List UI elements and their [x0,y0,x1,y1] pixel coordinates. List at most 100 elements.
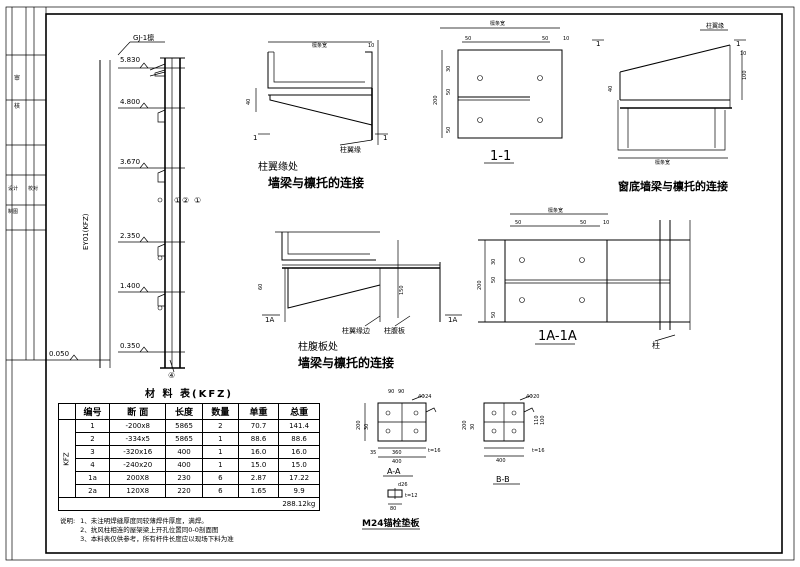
detail-a-a: 90 90 4Φ24 200 30 360 400 35 t=16 A-A [356,389,441,477]
plate-title: M24锚栓垫板 [362,517,420,529]
cell: -240x20 [109,458,167,472]
s1a-dim-7: 50 [491,312,497,318]
aa-title: A-A [387,467,401,476]
tb-label-2: 核 [14,102,20,110]
flange-label: 柱翼缘 [340,145,361,154]
cell: 9.9 [278,484,320,498]
aa-dim-6: 360 [392,450,402,456]
table-total: 288.12kg [278,497,320,511]
note-item: 3、本料表仅供参考，所有杆件长度应以现场下料为准 [80,535,234,543]
aa-dim-7: 400 [392,459,402,465]
notes-label: 说明: [60,517,76,525]
s11-dim-3: 10 [563,36,569,42]
table-row: KFZ 1 -200x8 5865 2 70.7 141.4 [58,419,320,498]
s11-dim-2: 50 [542,36,548,42]
cell: 16.0 [278,445,320,459]
s1a-dim-4: 200 [477,280,483,290]
flange-title-small: 柱翼缘处 [258,160,298,173]
cell: -334x5 [109,432,167,446]
cell: 6 [201,484,239,498]
col-header-no: 编号 [74,403,111,420]
elevation-4: 2.350 [120,232,140,240]
window-dim-40: 40 [608,86,614,92]
table-row: 2a 120X8 220 6 1.65 9.9 [59,484,320,498]
web-mark-left: 1A [265,316,274,324]
tb-label-5: 制图 [8,208,18,215]
bb-dim-7: t=16 [532,448,545,454]
aa-dim-4: 200 [356,420,362,430]
elevation-7: 0.050 [49,350,69,358]
web-mark-right: 1A [448,316,457,324]
web-dim-60: 60 [258,284,264,290]
flange-side-dim: 40 [246,99,252,105]
s1a-dim-5: 30 [491,259,497,265]
s1a-dim-3: 10 [603,220,609,226]
window-dim-10: 10 [740,51,746,57]
col-header-length: 长度 [165,403,203,420]
cell: 200X8 [109,471,167,485]
detail-section-1a: 檩条宽 50 50 10 200 30 50 50 1A-1A 柱 [477,207,691,350]
flange-top-dim2: 10 [368,43,374,49]
cell: 5865 [165,432,203,446]
s1a-dim-1: 50 [515,220,521,226]
cell: 5865 [165,419,203,433]
note-item: 2、抗风柱相连的屋架梁上开孔位置同0-0剖面图 [80,526,219,534]
bb-dim-1: 4Φ20 [526,394,539,400]
detail-window: 柱翼缘 1 1 10 100 40 檩条宽 窗底墙梁与檩托的连接 [592,22,748,193]
cell: 1 [201,432,239,446]
flange-top-dim: 檩条宽 [312,42,327,49]
plate-dim-3: 80 [390,506,396,512]
title-strip: 审 核 设计 校对 制图 [6,7,47,560]
s11-title: 1-1 [490,149,511,164]
cell: 120X8 [109,484,167,498]
web-title-small: 柱腹板处 [298,340,338,353]
cell: 17.22 [278,471,320,485]
circle-mark-4: ④ [168,371,175,380]
tb-label-1: 审 [14,74,20,82]
col-header-unit-weight: 单重 [237,403,280,420]
cell: 70.7 [237,419,280,433]
aa-dim-1: 90 [388,389,394,395]
col-header-total-weight: 总重 [278,403,320,420]
aa-dim-2: 90 [398,389,404,395]
detail-b-b: 4Φ20 100 110 200 30 400 t=16 B-B [462,394,546,485]
bb-title: B-B [496,475,510,484]
bb-dim-4: 200 [462,420,468,430]
cell: 141.4 [278,419,320,433]
window-bottom-dim: 檩条宽 [655,159,670,166]
table-row: 4 -240x20 400 1 15.0 15.0 [59,458,320,472]
plate-dim-2: t=12 [405,493,418,499]
cell: -320x16 [109,445,167,459]
flange-mark-right: 1 [383,134,387,142]
column-top-label: GJ-1檩 [133,33,154,42]
window-label: 柱翼缘 [706,22,724,30]
table-row: 1a 200X8 230 6 2.87 17.22 [59,471,320,485]
tb-label-3: 设计 [8,185,18,192]
cell: 1 [201,458,239,472]
flange-title-large: 墙梁与檩托的连接 [268,175,364,190]
web-title-large: 墙梁与檩托的连接 [298,355,394,370]
s11-dim-7: 50 [446,127,452,133]
cell: 1.65 [237,484,280,498]
table-group: KFZ [58,419,76,498]
flange-mark-left: 1 [253,134,257,142]
s1a-dim-6: 50 [491,277,497,283]
column-elevation: GJ-1檩 5.830 4.800 [45,33,201,380]
elevation-5: 1.400 [120,282,140,290]
bb-dim-6: 400 [496,458,506,464]
cell: 88.6 [278,432,320,446]
elevation-marks: 5.830 4.800 3.670 2.350 1.400 0.350 0.05… [45,56,185,361]
window-mark-right: 1 [736,40,740,48]
cell: 400 [165,445,203,459]
cell: 400 [165,458,203,472]
cell: 230 [165,471,203,485]
circle-mark-2: ② [182,196,189,205]
cell: 16.0 [237,445,280,459]
cell: 15.0 [278,458,320,472]
detail-web: 150 60 1A 1A 柱翼缘边 柱腹板 柱腹板处 墙梁与檩托的连接 [258,231,462,370]
s11-dim-4: 200 [433,95,439,105]
column-name: EY01(KFZ) [82,213,90,250]
window-title: 窗底墙梁与檩托的连接 [618,179,728,193]
elevation-1: 5.830 [120,56,140,64]
s11-top-dim: 檩条宽 [490,20,505,27]
